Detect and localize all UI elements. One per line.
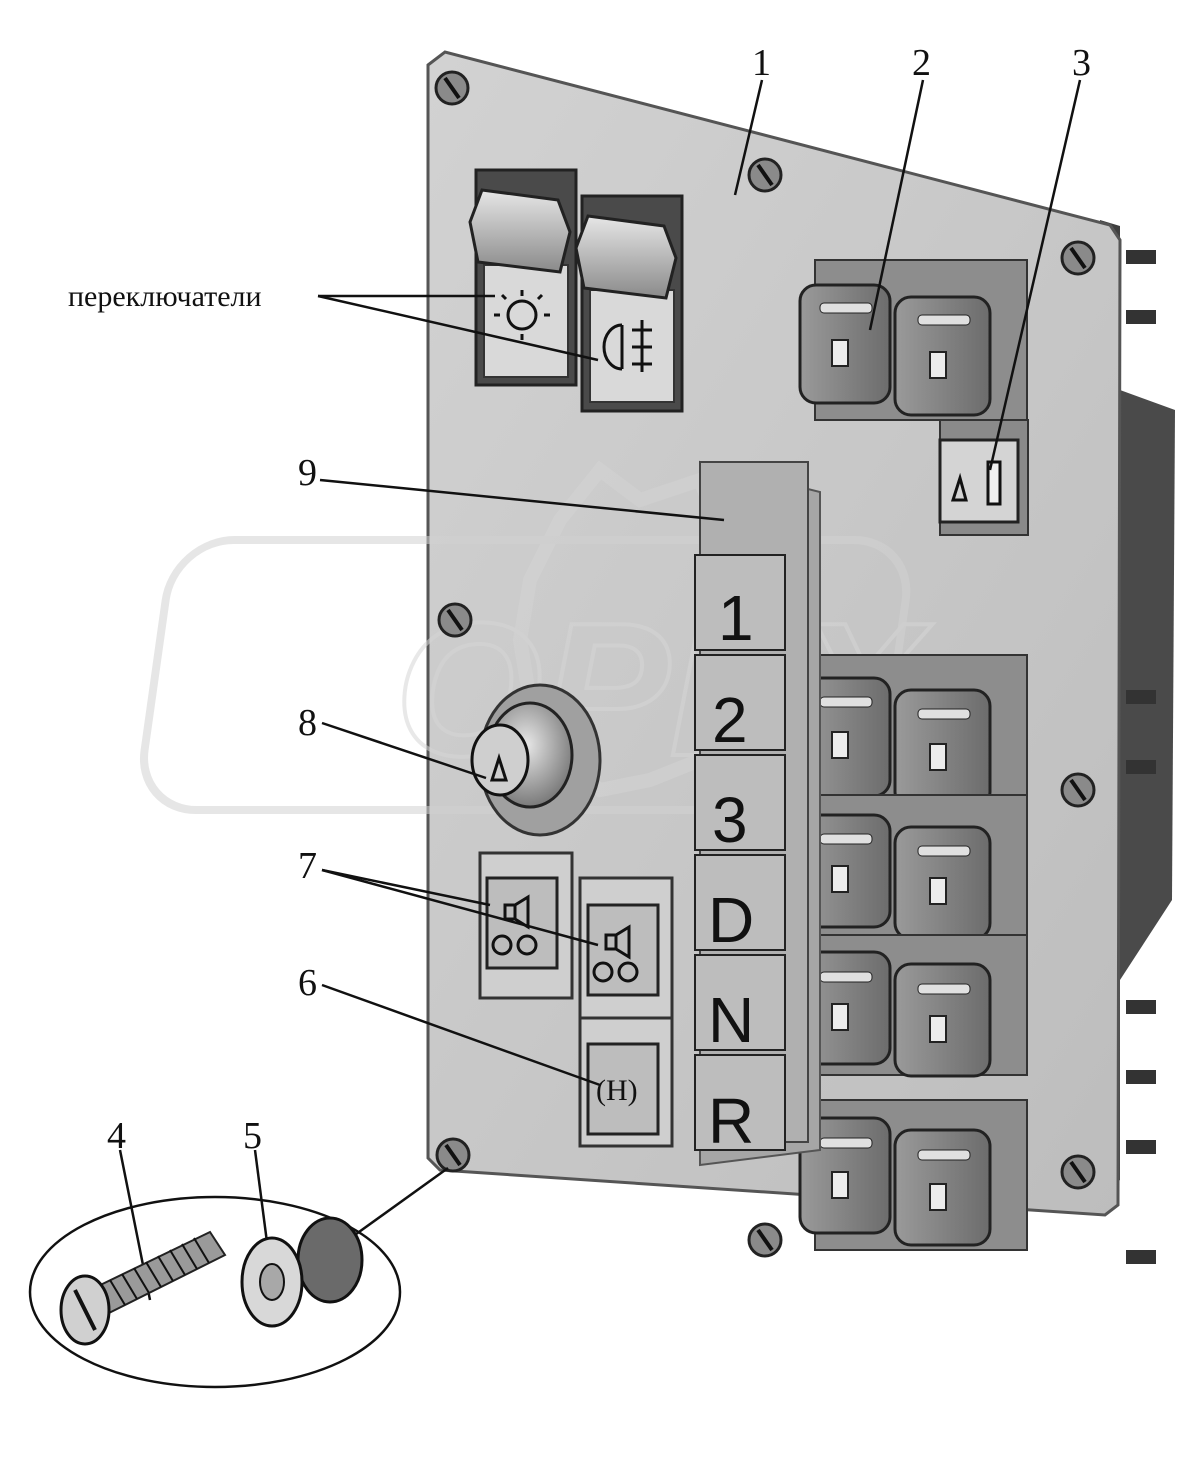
callout-3: 3: [1072, 42, 1091, 84]
screw-bottom-right: [1060, 1154, 1096, 1190]
key-switch-pair-top: [798, 259, 1028, 421]
key-switch-pair-2: [798, 794, 1028, 941]
screw-top-right: [1060, 240, 1096, 276]
gear-label-1: 1: [718, 582, 754, 654]
key-switch-pair-3: [798, 934, 1028, 1078]
callout-9: 9: [298, 452, 317, 494]
gear-label-r: R: [708, 1085, 754, 1157]
callout-5: 5: [243, 1115, 262, 1157]
callout-1: 1: [752, 42, 771, 84]
screw-part: [59, 1230, 227, 1346]
screw-mid-right: [1060, 772, 1096, 808]
callout-4: 4: [107, 1115, 126, 1157]
headlight-icon: [494, 290, 550, 340]
screw-bottom-left: [435, 1137, 471, 1173]
rocker-switches: [468, 168, 684, 413]
bushing-part: [240, 1216, 364, 1328]
switches-label: переключатели: [68, 280, 262, 313]
detail-view: [28, 1195, 402, 1389]
warning-knob: [470, 683, 602, 837]
gear-button-3: 3: [694, 754, 786, 856]
rocker-switch-headlight: [468, 168, 578, 387]
gear-label-n: N: [708, 984, 754, 1056]
gear-button-d: D: [694, 854, 786, 956]
hazard-switch: [938, 419, 1029, 536]
gear-button-n: N: [694, 954, 786, 1056]
gear-button-2: 2: [694, 654, 786, 756]
screw-mid-left: [437, 602, 473, 638]
gear-button-1: 1: [694, 554, 786, 654]
gear-selector: 1 2 3 D N R: [694, 460, 821, 1167]
gear-button-r: R: [694, 1054, 786, 1157]
callouts: 1 2 3 4 5 6 7 8 9 переключатели: [68, 42, 1091, 1157]
callout-8: 8: [298, 702, 317, 744]
foglight-icon: [602, 320, 652, 372]
horn-icon: [592, 924, 639, 983]
screw-top-left: [434, 70, 470, 106]
panel-screws: [434, 70, 1096, 1258]
callout-6: 6: [298, 962, 317, 1004]
triangle-icon: [489, 753, 509, 782]
parking-brake-icon: (H): [596, 1074, 638, 1107]
gear-label-2: 2: [712, 684, 748, 756]
key-switch-group: [798, 259, 1028, 1251]
screw-top-mid: [747, 157, 783, 193]
callout-7: 7: [298, 845, 317, 887]
key-switch-pair-1: [798, 654, 1028, 810]
rocker-switch-foglight: [574, 194, 684, 413]
parking-brake-button: (H): [578, 1016, 674, 1148]
gear-label-d: D: [708, 884, 754, 956]
warning-triangle-icon: [950, 472, 968, 502]
horn-button-right: [578, 876, 674, 1030]
callout-2: 2: [912, 42, 931, 84]
key-switch-pair-4: [798, 1099, 1028, 1251]
screw-bottom-mid: [747, 1222, 783, 1258]
gear-label-3: 3: [712, 784, 748, 856]
